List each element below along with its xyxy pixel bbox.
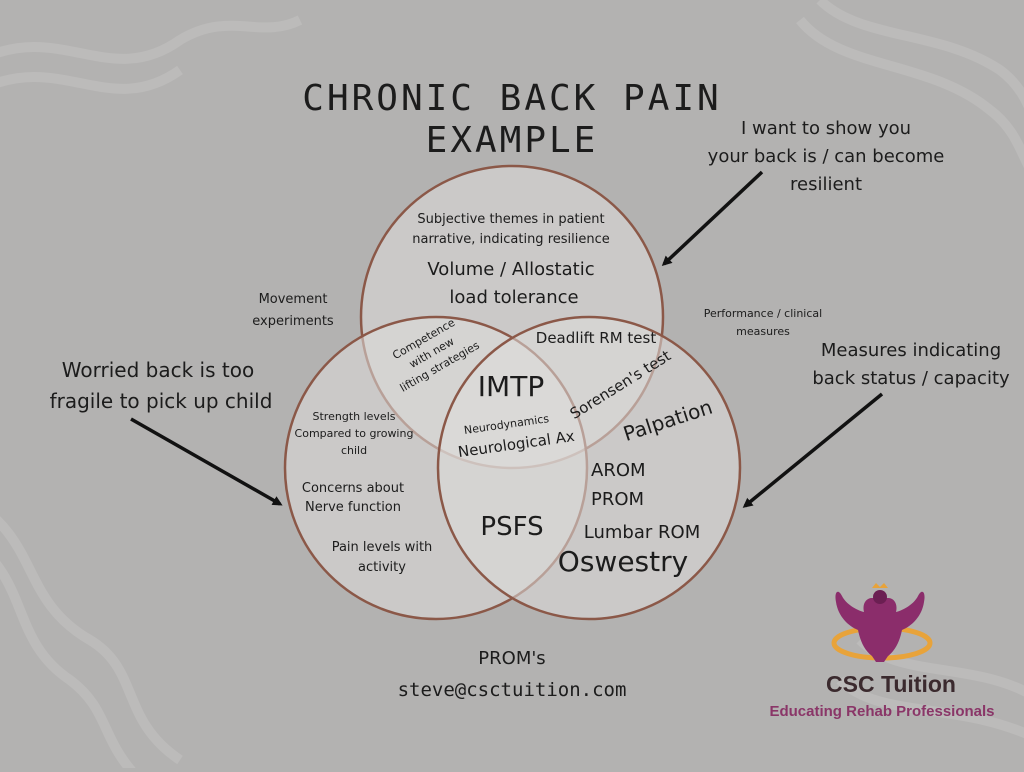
themes-line-2: narrative, indicating resilience xyxy=(412,232,610,247)
psfs-label: PSFS xyxy=(480,512,543,542)
arrow-resilient xyxy=(661,170,764,267)
pain-line-1: Pain levels with xyxy=(332,540,433,555)
logo-crown-icon xyxy=(872,583,888,588)
arrow-measures xyxy=(742,392,884,508)
pain-line-2: activity xyxy=(358,560,406,575)
resilient-line-3: resilient xyxy=(790,174,862,195)
lumbar-rom-label: Lumbar ROM xyxy=(584,522,700,543)
logo-name: CSC Tuition xyxy=(826,671,956,697)
csc-logo: CSC Tuition Educating Rehab Professional… xyxy=(769,583,995,720)
performance-line-1: Performance / clinical xyxy=(704,307,822,320)
resilient-line-1: I want to show you xyxy=(741,118,911,139)
movement-line-1: Movement xyxy=(259,292,328,307)
measures-line-2: back status / capacity xyxy=(812,368,1010,389)
volume-line-1: Volume / Allostatic xyxy=(427,259,594,280)
proms-label: PROM's xyxy=(478,648,545,669)
title-line-2: EXAMPLE xyxy=(426,120,599,161)
venn-circles xyxy=(283,164,742,621)
fragile-line-2: fragile to pick up child xyxy=(50,389,273,413)
oswestry-label: Oswestry xyxy=(558,545,688,578)
logo-head xyxy=(873,590,887,604)
arrows xyxy=(130,170,884,508)
imtp-label: IMTP xyxy=(478,370,544,403)
resilient-line-2: your back is / can become xyxy=(708,146,945,167)
volume-line-2: load tolerance xyxy=(449,287,578,308)
concerns-line-2: Nerve function xyxy=(305,500,401,515)
fragile-line-1: Worried back is too xyxy=(62,358,254,382)
strength-line-3: child xyxy=(341,444,367,457)
prom-label: PROM xyxy=(591,489,644,510)
arrow-fragile xyxy=(130,417,283,506)
performance-line-2: measures xyxy=(736,325,790,338)
measures-line-1: Measures indicating xyxy=(821,340,1001,361)
arom-label: AROM xyxy=(591,460,646,481)
movement-line-2: experiments xyxy=(252,314,334,329)
deadlift-label: Deadlift RM test xyxy=(536,329,657,347)
email-address: steve@csctuition.com xyxy=(398,679,627,701)
circle-right xyxy=(436,315,742,621)
concerns-line-1: Concerns about xyxy=(302,481,404,496)
strength-line-1: Strength levels xyxy=(313,410,396,423)
logo-tagline: Educating Rehab Professionals xyxy=(769,703,994,720)
logo-figure-icon xyxy=(835,591,925,662)
themes-line-1: Subjective themes in patient xyxy=(417,212,604,227)
title-line-1: CHRONIC BACK PAIN xyxy=(302,78,721,119)
strength-line-2: Compared to growing xyxy=(295,427,414,440)
